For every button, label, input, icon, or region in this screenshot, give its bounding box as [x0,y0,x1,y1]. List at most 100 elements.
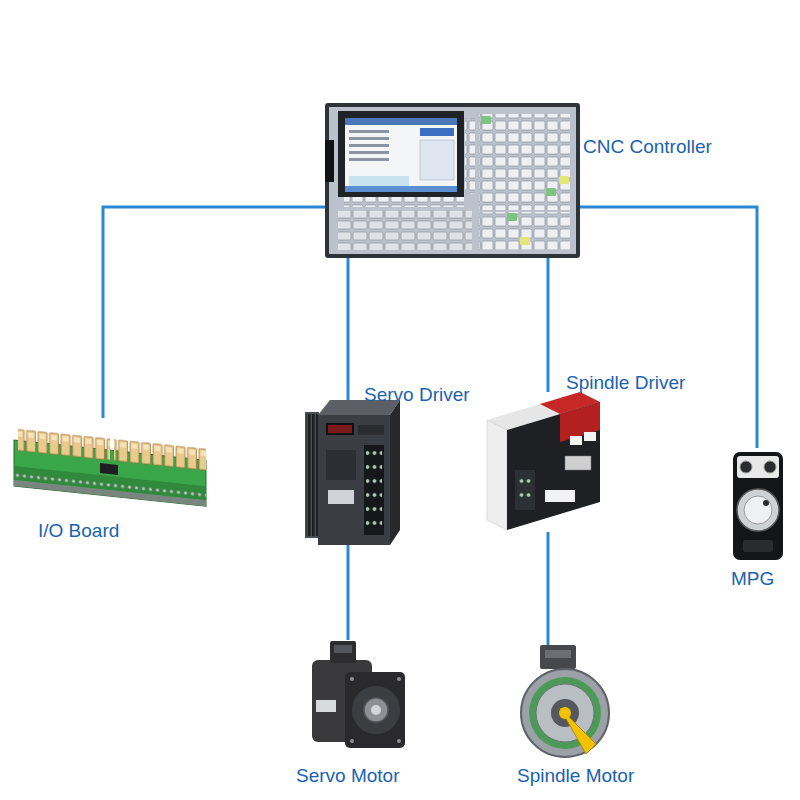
cnc-controller-illustration [507,213,517,221]
cnc-controller-illustration [465,118,475,194]
spindle-driver-illustration [515,470,535,510]
servo-driver-illustration [390,400,400,545]
servo-motor-illustration [364,698,388,722]
servo-motor-illustration [350,677,354,681]
cnc-controller-illustration [325,103,580,258]
spindle-driver-illustration [545,490,575,502]
cnc-controller-illustration [325,140,334,182]
cnc-controller-illustration [338,111,464,197]
spindle-motor-illustration [521,645,609,757]
cnc-controller-illustration [329,107,576,254]
connector-line [103,207,325,418]
servo-driver-illustration [366,448,382,532]
connector-group [103,207,757,645]
cnc-controller-illustration [481,116,491,124]
servo-motor-illustration [330,641,356,663]
device-label: Spindle Motor [517,765,634,787]
device-label: Servo Motor [296,765,399,787]
cnc-controller-illustration [338,210,472,250]
servo-driver-illustration [364,445,384,535]
mpg-illustration [740,461,752,473]
device-node: Spindle Driver [485,392,600,532]
spindle-motor-illustration [559,707,571,719]
io-board-illustration [114,439,206,473]
device-node: Servo Driver [305,400,400,545]
device-label: I/O Board [38,520,119,542]
device-node: CNC Controller [325,103,580,258]
servo-driver-illustration [328,425,352,433]
spindle-motor-illustration [545,650,571,658]
mpg-illustration [744,496,772,524]
io-board-illustration [100,463,118,475]
spindle-driver-illustration [565,456,591,470]
servo-driver-illustration [305,412,319,538]
mpg-illustration [763,500,769,506]
io-board-illustration [18,428,110,462]
servo-motor-illustration [397,739,401,743]
cnc-controller-illustration [479,212,570,250]
spindle-motor-illustration [540,645,576,669]
mpg-illustration [733,452,783,560]
spindle-driver-illustration [487,392,600,530]
servo-motor-illustration [352,686,400,734]
device-label: CNC Controller [583,136,712,158]
servo-driver-illustration [358,425,384,435]
mpg-illustration [743,540,773,552]
spindle-driver-illustration [570,436,582,445]
device-label: MPG [731,568,774,590]
cnc-controller-illustration [349,158,389,161]
servo-driver-illustration [328,490,354,504]
spindle-motor-illustration [560,708,596,754]
spindle-driver-illustration [487,420,507,530]
cnc-controller-illustration [345,118,457,125]
servo-motor-illustration [345,672,405,748]
cnc-controller-illustration [420,128,454,136]
connector-line [547,532,550,645]
cnc-controller-illustration [420,140,454,180]
device-label: Servo Driver [364,384,470,406]
spindle-driver-illustration [507,402,600,530]
device-node: I/O Board [10,418,210,508]
servo-driver-illustration [306,414,318,536]
cnc-controller-illustration [520,237,530,245]
io-board-illustration [14,428,206,506]
connector-line [580,207,757,448]
servo-driver-illustration [305,400,400,545]
servo-motor-illustration [397,677,401,681]
cnc-controller-illustration [349,137,389,140]
cnc-controller-illustration [546,188,556,196]
cnc-controller-illustration [345,118,457,192]
spindle-motor-illustration [521,669,609,757]
cnc-controller-illustration [349,130,389,133]
cnc-controller-illustration [325,103,580,258]
cnc-controller-illustration [559,176,569,184]
servo-motor-illustration [312,641,405,748]
device-label: Spindle Driver [566,372,685,394]
cnc-controller-illustration [479,114,570,210]
device-node: Servo Motor [305,640,405,755]
servo-driver-illustration [318,415,390,545]
servo-driver-illustration [326,423,354,435]
connector-line [547,258,550,392]
io-board-illustration [14,480,206,506]
spindle-driver-illustration [518,473,532,507]
servo-driver-illustration [326,450,356,480]
servo-motor-illustration [316,700,336,712]
device-node: Spindle Motor [520,645,610,760]
connector-line [347,258,350,400]
servo-motor-illustration [350,739,354,743]
cnc-controller-illustration [349,144,389,147]
cnc-controller-illustration [345,186,457,192]
connector-line [347,545,350,640]
cnc-controller-illustration [349,151,389,154]
mpg-illustration [764,461,776,473]
mpg-illustration [733,452,783,560]
servo-motor-illustration [334,645,352,653]
device-node: MPG [730,448,785,563]
spindle-driver-illustration [584,432,596,441]
mpg-illustration [737,489,779,531]
cnc-controller-illustration [344,197,464,207]
mpg-illustration [737,456,779,478]
